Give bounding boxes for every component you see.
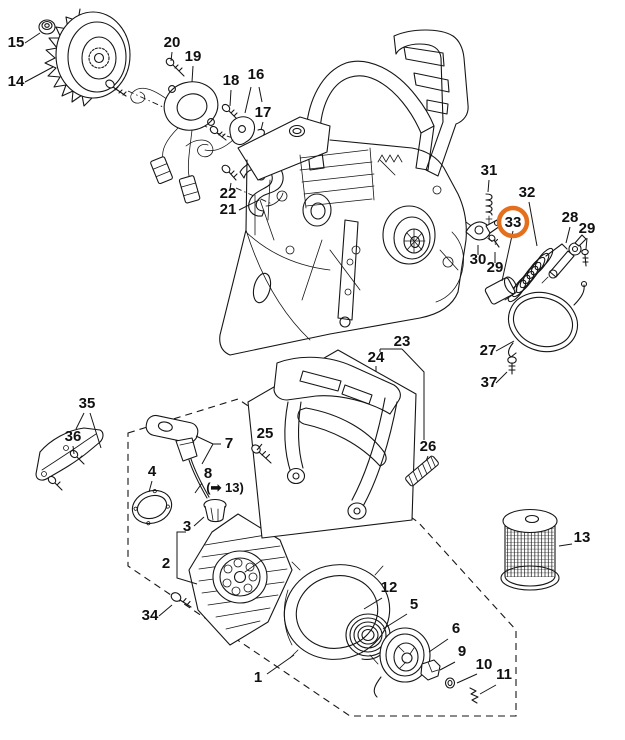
part-label-24: 24	[368, 349, 385, 366]
part-label-33-highlighted: 33	[505, 214, 522, 231]
part-label-13: 13	[574, 529, 591, 546]
part-label-28: 28	[562, 209, 579, 226]
screw-part-18	[221, 103, 238, 120]
screw-part-29-right	[581, 248, 589, 267]
part-label-2: 2	[162, 555, 170, 572]
part-label-10: 10	[476, 656, 493, 673]
part-label-11: 11	[496, 666, 512, 683]
screw-part-22	[221, 164, 238, 181]
part-label-31: 31	[481, 162, 498, 179]
flywheel-part-14	[44, 8, 131, 107]
gasket-part-4	[131, 489, 173, 526]
part-label-32: 32	[519, 184, 536, 201]
part-label-35: 35	[79, 395, 96, 412]
washer-part-10	[444, 677, 456, 689]
chainsaw-body	[219, 29, 469, 356]
part-ref-note: (➡ 13)	[206, 480, 244, 495]
pawl-part-9	[420, 659, 441, 681]
fan-housing-part-12	[283, 561, 391, 665]
module-screw-2	[209, 125, 227, 141]
screw-part-29-left	[488, 234, 500, 248]
part-label-25: 25	[257, 425, 274, 442]
handle-frame-box	[247, 349, 439, 539]
lever-part-28	[541, 234, 587, 284]
bracket-part-35	[35, 427, 104, 481]
part-label-26: 26	[420, 438, 437, 455]
bushing-part-33	[484, 276, 518, 305]
ignition-screw-part-20	[165, 57, 185, 77]
part-label-29a: 29	[487, 259, 504, 276]
part-label-8: 8	[204, 465, 212, 482]
sensor-part-16	[204, 116, 256, 152]
rewind-spring-part-5	[345, 613, 391, 660]
air-filter-part-13	[500, 508, 560, 591]
bracket-screw-2	[47, 475, 63, 491]
part-label-14: 14	[8, 73, 25, 90]
part-label-9: 9	[458, 643, 466, 660]
ignition-module-part-19	[130, 81, 219, 204]
spring-pin-part-26	[405, 455, 439, 487]
brake-spring-part-32	[504, 243, 568, 303]
rope-bushing-part-3	[203, 498, 227, 523]
flywheel-nut-part-15	[38, 19, 56, 35]
part-label-4: 4	[148, 463, 157, 480]
part-label-12: 12	[381, 579, 398, 596]
leader-lines	[24, 32, 588, 695]
brake-band-part-27	[507, 280, 588, 358]
part-label-23: 23	[394, 333, 411, 350]
clip-part-11	[469, 687, 479, 704]
flywheel-screw	[105, 79, 127, 97]
part-label-7: 7	[225, 435, 233, 452]
screw-part-25	[251, 444, 272, 464]
part-labels: 1 2 3 4 5 6 7 8 (➡ 13) 9 10 11 12 13 14 …	[8, 34, 596, 686]
starter-assembly-group-1	[127, 398, 517, 717]
highlight-circle-part-33	[496, 205, 530, 239]
part-label-30: 30	[470, 251, 487, 268]
starter-grip-part-7	[145, 414, 199, 462]
starter-cover-part-2	[188, 513, 293, 646]
part-label-1: 1	[254, 669, 262, 686]
group-1-boundary	[127, 398, 517, 717]
screw-part-34	[170, 592, 192, 608]
part-label-5: 5	[410, 596, 418, 613]
rope-rotor-part-6	[373, 627, 431, 698]
part-label-37: 37	[481, 374, 498, 391]
part-label-3: 3	[183, 518, 191, 535]
spring-part-31	[485, 193, 493, 227]
part-label-16: 16	[248, 66, 265, 83]
part-label-36: 36	[65, 428, 82, 445]
lever-part-30	[465, 219, 501, 241]
part-label-6: 6	[452, 620, 460, 637]
part-label-22: 22	[220, 185, 237, 202]
part-label-27: 27	[480, 342, 497, 359]
screw-part-37	[507, 356, 517, 375]
part-label-20: 20	[164, 34, 181, 51]
screw-part-36	[69, 449, 85, 465]
part-label-19: 19	[185, 48, 202, 65]
handle-frame-part-24	[273, 356, 401, 520]
part-label-29b: 29	[579, 220, 596, 237]
part-label-34: 34	[142, 607, 159, 624]
part-label-15: 15	[8, 34, 25, 51]
part-label-21: 21	[220, 201, 237, 218]
part-label-17: 17	[255, 104, 272, 121]
part-label-18: 18	[223, 72, 240, 89]
starter-rope-part-8	[188, 458, 210, 499]
